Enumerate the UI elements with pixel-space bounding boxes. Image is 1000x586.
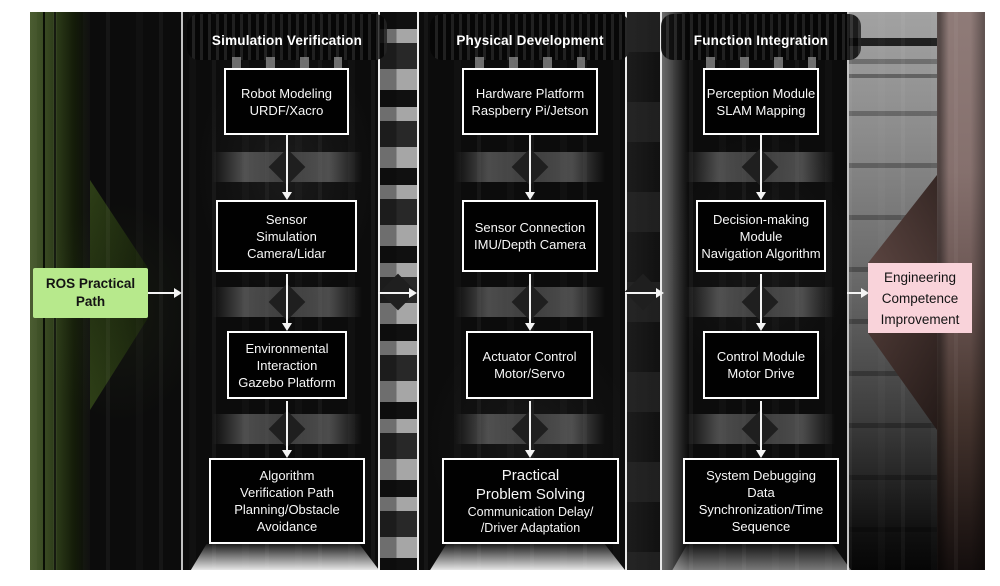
box-line: Interaction (256, 357, 318, 373)
box-line: Decision-making (712, 211, 810, 227)
box-line: Module (739, 228, 783, 244)
end-node-engineering-competence: Engineering Competence Improvement (868, 263, 972, 333)
arrow-down-col1-row2-icon (282, 274, 292, 331)
box-line: SLAM Mapping (716, 102, 806, 118)
box-line: Simulation (256, 228, 317, 244)
box-sensor-connection: Sensor Connection IMU/Depth Camera (462, 200, 598, 272)
box-robot-modeling: Robot Modeling URDF/Xacro (224, 68, 349, 135)
arrow-down-col2-row2-icon (525, 274, 535, 331)
arrow-down-col1-row1-icon (282, 135, 292, 200)
box-line: Camera/Lidar (247, 245, 326, 261)
arrow-down-col1-row3-icon (282, 401, 292, 458)
arrow-right-simulation-to-physical-icon (378, 288, 417, 298)
node-line: Improvement (880, 311, 960, 327)
box-line: /Driver Adaptation (480, 521, 581, 535)
box-practical-problem-solving: Practical Problem Solving Communication … (442, 458, 619, 544)
start-node-ros-practical-path: ROS Practical Path (33, 268, 148, 318)
box-line: IMU/Depth Camera (474, 237, 586, 252)
column-title-function-integration: Function Integration (693, 33, 829, 48)
box-line: Raspberry Pi/Jetson (471, 102, 589, 118)
arrow-right-start-to-simulation-icon (148, 288, 182, 298)
box-line: Planning/Obstacle (234, 502, 340, 517)
box-line: Control Module (716, 349, 806, 364)
node-line: Path (75, 294, 106, 309)
box-line: Environmental (245, 340, 329, 356)
box-line: Practical (501, 467, 560, 484)
box-system-debugging: System Debugging Data Synchronization/Ti… (683, 458, 839, 544)
box-line: Sensor (265, 211, 308, 227)
box-control-module: Control Module Motor Drive (703, 331, 819, 399)
arrow-down-col3-row1-icon (756, 135, 766, 200)
box-line: Communication Delay/ (467, 505, 594, 519)
box-line: Avoidance (256, 519, 318, 534)
arrow-down-col3-row3-icon (756, 401, 766, 458)
flow-diagram: Simulation Verification Physical Develop… (30, 12, 985, 570)
box-line: Verification Path (240, 485, 334, 500)
title-tab-artifacts-3 (706, 57, 816, 68)
column-title-simulation-verification: Simulation Verification (211, 33, 363, 48)
lane-divider-line-left (181, 12, 183, 570)
box-line: Data (747, 485, 775, 500)
box-line: Robot Modeling (240, 85, 333, 101)
box-environmental-interaction: Environmental Interaction Gazebo Platfor… (227, 331, 347, 399)
box-decision-making-module: Decision-making Module Navigation Algori… (696, 200, 826, 272)
title-artifact-band-3 (661, 14, 861, 60)
title-tab-artifacts-1 (232, 57, 342, 68)
bottom-reflection-1 (190, 544, 379, 570)
arrow-right-physical-to-integration-icon (625, 288, 664, 298)
title-artifact-band-2 (430, 14, 630, 60)
box-perception-module: Perception Module SLAM Mapping (703, 68, 819, 135)
box-line: Perception Module (706, 85, 816, 101)
arrow-down-col2-row3-icon (525, 401, 535, 458)
box-line: Hardware Platform (475, 85, 585, 101)
box-line: URDF/Xacro (249, 102, 324, 118)
bottom-reflection-3 (672, 544, 851, 570)
arrow-down-col3-row2-icon (756, 274, 766, 331)
box-line: Sensor Connection (474, 220, 586, 235)
box-algorithm-verification: Algorithm Verification Path Planning/Obs… (209, 458, 365, 544)
box-hardware-platform: Hardware Platform Raspberry Pi/Jetson (462, 68, 598, 135)
box-line: Actuator Control (482, 349, 577, 364)
lane-divider-line-right (847, 12, 849, 570)
box-line: Algorithm (259, 468, 315, 483)
box-line: Navigation Algorithm (701, 245, 821, 261)
box-sensor-simulation: Sensor Simulation Camera/Lidar (216, 200, 357, 272)
title-artifact-band-1 (187, 14, 387, 60)
box-line: Motor/Servo (494, 366, 565, 381)
title-tab-artifacts-2 (475, 57, 585, 68)
box-line: Synchronization/Time (698, 502, 824, 517)
arrow-down-col2-row1-icon (525, 135, 535, 200)
box-line: Gazebo Platform (238, 374, 336, 390)
box-line: Problem Solving (475, 486, 586, 503)
node-line: Competence (881, 290, 959, 306)
box-actuator-control: Actuator Control Motor/Servo (466, 331, 593, 399)
node-line: ROS Practical (45, 276, 136, 291)
arrow-right-integration-to-end-icon (847, 288, 869, 298)
box-line: Motor Drive (727, 366, 795, 381)
bottom-reflection-2 (430, 544, 625, 570)
box-line: System Debugging (706, 468, 816, 483)
node-line: Engineering (883, 269, 957, 285)
box-line: Sequence (731, 519, 791, 534)
column-title-physical-development: Physical Development (456, 33, 604, 48)
